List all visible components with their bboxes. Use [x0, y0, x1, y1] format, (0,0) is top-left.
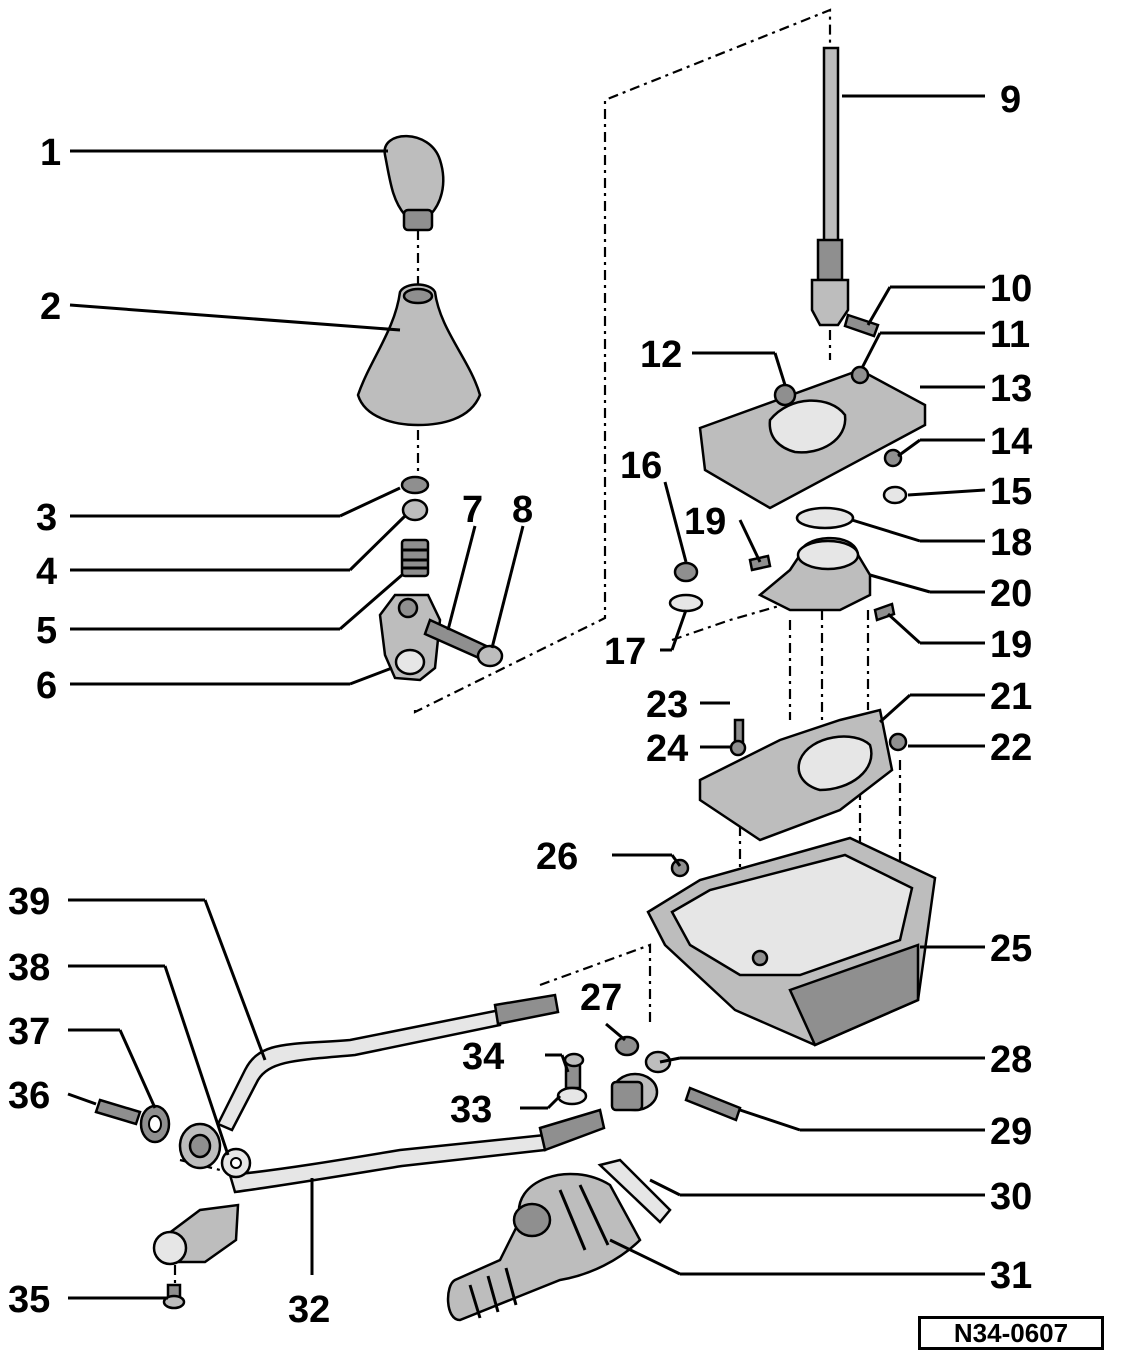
callout-30: 30 — [990, 1176, 1032, 1218]
callout-16: 16 — [620, 445, 662, 487]
reference-code-text: N34-0607 — [953, 1317, 1069, 1348]
part-rubber-boot — [446, 1158, 672, 1322]
reference-code-label: N34-0607 — [918, 1316, 1104, 1350]
callout-23: 23 — [646, 684, 688, 726]
callout-39: 39 — [8, 881, 50, 923]
callout-27: 27 — [580, 977, 622, 1019]
callout-17: 17 — [604, 631, 646, 673]
callout-12: 12 — [640, 334, 682, 376]
callout-32: 32 — [288, 1289, 330, 1331]
callout-21: 21 — [990, 676, 1032, 718]
part-cover-plate — [698, 365, 927, 510]
callout-28: 28 — [990, 1039, 1032, 1081]
part-lever-bearing — [378, 593, 504, 682]
callout-22: 22 — [990, 727, 1032, 769]
part-shift-lever-rod — [810, 46, 880, 338]
callout-13: 13 — [990, 368, 1032, 410]
callout-4: 4 — [36, 551, 57, 593]
callout-15: 15 — [990, 471, 1032, 513]
callout-26: 26 — [536, 836, 578, 878]
callout-6: 6 — [36, 665, 57, 707]
callout-8: 8 — [512, 489, 533, 531]
callout-34: 34 — [462, 1036, 504, 1078]
callout-25: 25 — [990, 928, 1032, 970]
part-shift-boot — [356, 283, 482, 427]
part-shift-knob — [383, 134, 445, 232]
callout-37: 37 — [8, 1011, 50, 1053]
part-selector-housing — [698, 708, 908, 842]
callout-7: 7 — [462, 489, 483, 531]
callout-18: 18 — [990, 522, 1032, 564]
callout-38: 38 — [8, 947, 50, 989]
callout-11: 11 — [990, 314, 1030, 356]
leader-lines — [67, 94, 986, 1300]
callout-5: 5 — [36, 610, 57, 652]
callout-24: 24 — [646, 728, 688, 770]
callout-35: 35 — [8, 1279, 50, 1321]
part-base-housing — [646, 836, 937, 1047]
callout-36: 36 — [8, 1075, 50, 1117]
callout-19b: 19 — [990, 624, 1032, 666]
callout-1: 1 — [40, 132, 61, 174]
callout-29: 29 — [990, 1111, 1032, 1153]
part-bearing-housing — [668, 506, 896, 622]
assembly-guide-lines — [173, 8, 902, 1285]
callout-3: 3 — [36, 497, 57, 539]
callout-33: 33 — [450, 1089, 492, 1131]
callout-20: 20 — [990, 573, 1032, 615]
callout-31: 31 — [990, 1255, 1032, 1297]
callout-14: 14 — [990, 421, 1032, 463]
part-linkage-rods — [94, 993, 742, 1310]
callout-10: 10 — [990, 268, 1032, 310]
callout-9: 9 — [1000, 79, 1021, 121]
callout-19a: 19 — [684, 501, 726, 543]
callout-labels: 1 2 3 4 5 6 7 8 9 10 11 12 13 14 15 16 1… — [8, 79, 1032, 1331]
callout-2: 2 — [40, 286, 61, 328]
part-small-stack — [400, 475, 430, 578]
